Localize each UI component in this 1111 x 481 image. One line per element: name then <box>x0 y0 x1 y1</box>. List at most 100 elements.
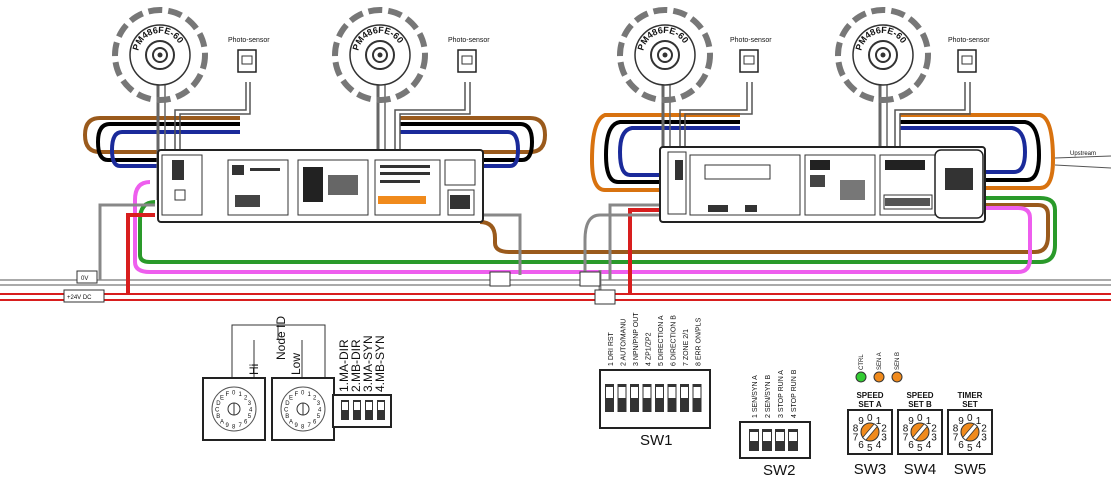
motor-icon: PM486FE-60 <box>617 7 713 103</box>
rotary-digit: 7 <box>853 433 859 444</box>
brown-signal-wire <box>479 203 1050 254</box>
photo-sensor: Photo-sensor <box>948 37 990 73</box>
red-drop-left <box>126 213 155 294</box>
status-leds: CTRL SEN A SEN B <box>855 352 903 383</box>
photo-sensor: Photo-sensor <box>448 37 490 73</box>
dial-digit: 9 <box>226 423 230 429</box>
dial-digit: 6 <box>313 420 317 426</box>
dial-digit: 7 <box>308 423 312 429</box>
mode-dip-switch[interactable]: 1.MA-DIR 2.MB-DIR 3.MA-SYN 4.MB-SYN <box>332 335 392 428</box>
sw1-label: SW1 <box>640 432 673 449</box>
motor-icon: PM486FE-60 <box>835 7 931 103</box>
photo-sensor-label: Photo-sensor <box>228 37 270 44</box>
dial-digit: 3 <box>248 401 252 407</box>
gray-drop-right <box>608 203 660 280</box>
right-motor-cables <box>589 113 1056 192</box>
dial-digit: B <box>285 414 289 420</box>
node-id-hi: Hi <box>247 364 261 375</box>
motor-icon: PM486FE-60 <box>112 7 208 103</box>
plus24v-tag <box>63 289 105 303</box>
gray-link-1 <box>480 213 522 275</box>
dial-digit: A <box>289 420 293 426</box>
sw2-option: 2 SEN/SYN B <box>765 374 772 418</box>
rotary-label: SW4 <box>904 461 937 478</box>
dial-digit: 5 <box>248 414 252 420</box>
dial-digit: D <box>216 401 221 407</box>
sw2-option: 4 STOP RUN B <box>791 369 798 418</box>
rotary-digit: 1 <box>976 416 982 427</box>
mode-option: 3.MA-SYN <box>361 335 375 392</box>
sw1-option: 3 NPN/PNP OUT <box>633 312 640 366</box>
sw1-option: 4 ZP1/ZP2 <box>646 332 653 366</box>
magenta-signal-wire <box>133 180 1032 274</box>
junction-box <box>489 271 511 287</box>
dial-digit: 5 <box>317 414 321 420</box>
photo-sensor-label: Photo-sensor <box>948 37 990 44</box>
rotary-digit: 7 <box>903 433 909 444</box>
rotary-digit: 2 <box>931 423 937 434</box>
rotary-title: SPEED <box>856 391 883 400</box>
mode-option: 2.MB-DIR <box>349 339 363 392</box>
sw2-option: 3 STOP RUN A <box>778 370 785 418</box>
photo-sensor: Photo-sensor <box>228 37 270 73</box>
dial-digit: E <box>289 396 293 402</box>
led-label: SEN B <box>895 352 901 370</box>
node-id-low: Low <box>289 353 303 375</box>
rotary-digit: 8 <box>853 423 859 434</box>
led-label: SEN A <box>877 352 883 370</box>
rotary-digit: 6 <box>858 440 864 451</box>
status-led: CTRL <box>855 354 867 383</box>
junction-box <box>579 271 601 287</box>
dial-digit: E <box>220 396 224 402</box>
rotary-digit: 4 <box>876 440 882 451</box>
dial-digit: A <box>220 420 224 426</box>
rotary-digit: 5 <box>867 443 873 454</box>
plus24v-label: +24V DC <box>67 295 92 301</box>
rotary-digit: 5 <box>917 443 923 454</box>
rotary-digit: 9 <box>908 416 914 427</box>
dial-digit: 3 <box>317 401 321 407</box>
rotary-digit: 2 <box>881 423 887 434</box>
status-led: SEN A <box>873 352 885 383</box>
sensor-leads <box>174 82 971 160</box>
dial-digit: B <box>216 414 220 420</box>
sw2-label: SW2 <box>763 462 796 479</box>
upstream-label: Upstream <box>1070 151 1096 157</box>
controller-left <box>157 149 484 223</box>
junction-box <box>594 289 616 305</box>
rotary-digit: 0 <box>867 413 873 424</box>
rotary-label: SW3 <box>854 461 887 478</box>
power-bus <box>0 279 1111 301</box>
status-led: SEN B <box>891 352 903 383</box>
rotary-title: TIMER <box>958 391 983 400</box>
rotary-digit: 0 <box>967 413 973 424</box>
dial-digit: 9 <box>295 423 299 429</box>
rotary-digit: 2 <box>981 423 987 434</box>
dial-digit: C <box>284 408 289 414</box>
gray-drop-left <box>98 203 155 280</box>
dial-digit: 4 <box>249 408 253 414</box>
dial-digit: 6 <box>244 420 248 426</box>
rotary-digit: 3 <box>881 433 887 444</box>
rotary-digit: 7 <box>953 433 959 444</box>
rotary-digit: 1 <box>876 416 882 427</box>
dial-digit: 7 <box>239 423 243 429</box>
dial-digit: 0 <box>301 391 305 397</box>
photo-sensor-label: Photo-sensor <box>730 37 772 44</box>
dial-digit: 1 <box>239 392 243 398</box>
rotary-digit: 9 <box>958 416 964 427</box>
rotary-digit: 4 <box>976 440 982 451</box>
dial-digit: F <box>226 392 230 398</box>
sw1-option: 2 AUTO/MANU <box>621 319 628 366</box>
dial-digit: 8 <box>301 425 305 431</box>
sw1-option: 6 DIRECTION B <box>671 315 678 366</box>
rotary-subtitle: SET B <box>908 400 932 409</box>
